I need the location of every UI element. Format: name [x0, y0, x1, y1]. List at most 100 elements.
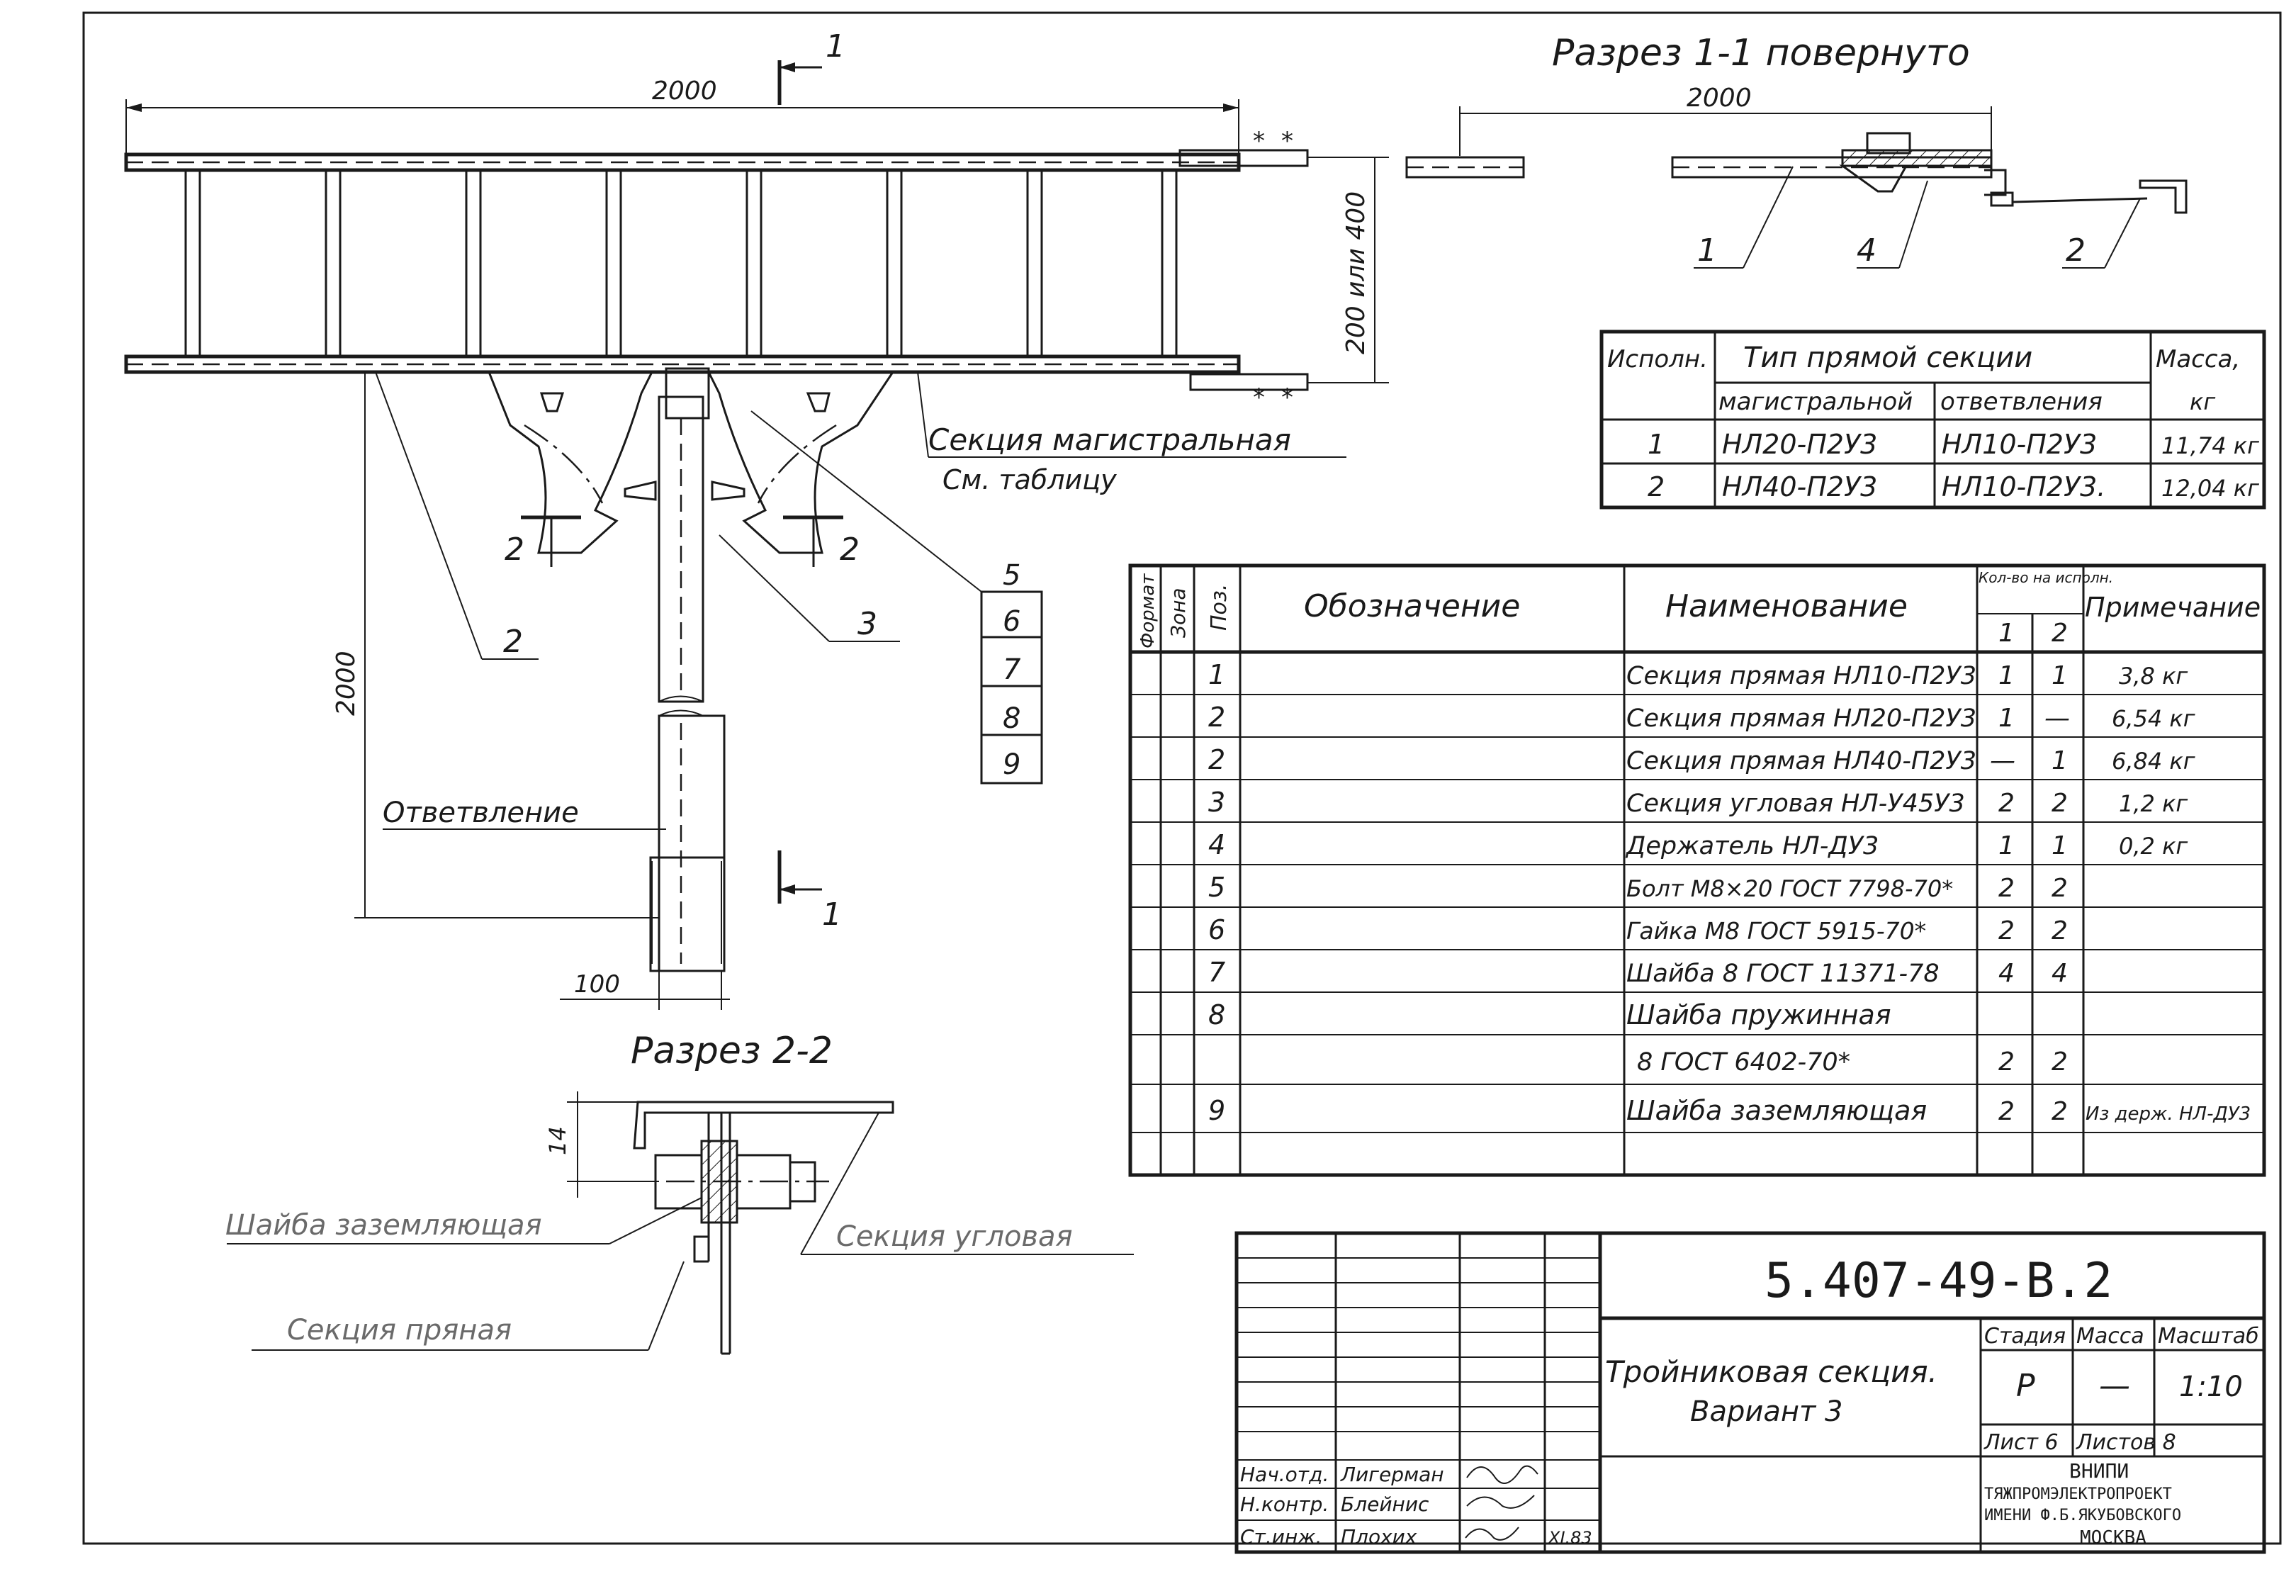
callout-7: 7	[1003, 653, 1021, 686]
spec-row-2-note: 6,54 кг	[2112, 705, 2195, 732]
ladder-rungs	[184, 169, 1178, 358]
type-table-header-variant: Исполн.	[1607, 345, 1708, 373]
spec-row-3-note: 6,84 кг	[2112, 748, 2195, 775]
see-table-label: См. таблицу	[942, 464, 1117, 495]
spec-row-7-pos: 6	[1208, 914, 1225, 945]
name-1: Лигерман	[1340, 1463, 1444, 1486]
spec-row-11-name: Шайба заземляющая	[1626, 1095, 1927, 1126]
spec-row-1-q1: 1	[1998, 661, 2015, 690]
dim-branch-label: 2000	[332, 651, 361, 716]
role-3: Ст.инж.	[1240, 1525, 1322, 1549]
section-1-1-view	[1405, 106, 2188, 269]
callout-3-label: 3	[857, 606, 877, 642]
section-1-1-title: Разрез 1-1 повернуто	[1552, 32, 1970, 74]
corner-section-label: Секция угловая	[836, 1220, 1073, 1253]
spec-row-1-pos: 1	[1208, 659, 1225, 690]
spec-row-9-pos: 8	[1208, 999, 1225, 1030]
spec-row-5-q2: 1	[2052, 831, 2068, 860]
mass-value: —	[2099, 1368, 2130, 1404]
section-1-1-callout-4: 4	[1857, 232, 1876, 269]
spec-header-qty: Кол-во на исполн.	[1979, 569, 2113, 586]
spec-row-2-pos: 2	[1208, 702, 1225, 733]
title-line-1: Тройниковая секция.	[1605, 1354, 1937, 1389]
type-row-1-mass: 11,74 кг	[2161, 432, 2259, 459]
callout-6: 6	[1003, 605, 1020, 638]
spec-row-6-pos: 5	[1208, 872, 1225, 903]
name-2: Блейнис	[1341, 1493, 1429, 1516]
washer-label: Шайба заземляющая	[225, 1209, 542, 1242]
type-table-header-mass: Масса,	[2156, 345, 2240, 373]
spec-header-note: Примечание	[2085, 592, 2261, 623]
spec-row-2-q2: —	[2044, 704, 2070, 733]
spec-row-5-pos: 4	[1208, 829, 1225, 860]
star-top-1: *	[1253, 127, 1265, 155]
type-table-grid	[1599, 330, 2266, 510]
spec-header-name: Наименование	[1665, 588, 1908, 624]
section-2-right-label: 2	[840, 532, 860, 568]
spec-row-8-q1: 4	[1998, 959, 2015, 988]
type-row-1-main: НЛ20-П2У3	[1722, 429, 1877, 460]
section-1-top-label: 1	[826, 28, 845, 64]
spec-row-5-q1: 1	[1998, 831, 2015, 860]
dim-width-label: 100	[574, 970, 620, 999]
section-2-2-title: Разрез 2-2	[631, 1030, 833, 1072]
spec-row-9-name: Шайба пружинная	[1626, 999, 1891, 1030]
spec-row-3-q2: 1	[2052, 746, 2068, 775]
type-table-header-branch: ответвления	[1940, 388, 2103, 416]
straight-section-label: Секция пряная	[287, 1314, 512, 1347]
spec-header-format: Формат	[1137, 573, 1159, 648]
main-section-label: Секция магистральная	[928, 422, 1291, 457]
section-2-left-label: 2	[505, 532, 524, 568]
spec-row-8-name: Шайба 8 ГОСТ 11371-78	[1626, 960, 1940, 988]
sheets-label: Листов 8	[2076, 1430, 2176, 1455]
spec-row-4-q1: 2	[1998, 789, 2015, 818]
spec-header-qty1: 1	[1998, 619, 2015, 648]
spec-header-pos: Поз.	[1207, 584, 1232, 631]
role-2: Н.контр.	[1240, 1493, 1329, 1516]
scale-value: 1:10	[2179, 1371, 2243, 1403]
spec-header-zone: Зона	[1166, 588, 1190, 638]
doc-number: 5.407-49-В.2	[1765, 1253, 2112, 1309]
name-3: Плохих	[1341, 1525, 1417, 1549]
spec-row-5-name: Держатель НЛ-ДУ3	[1625, 832, 1879, 860]
spec-rows: 1 Секция прямая НЛ10-П2У3 1 1 3,8 кг 2 С…	[1208, 659, 2251, 1126]
spec-row-7-q1: 2	[1998, 916, 2015, 945]
org-line-4: МОСКВА	[2080, 1527, 2146, 1549]
spec-row-3-pos: 2	[1208, 744, 1225, 775]
spec-row-4-pos: 3	[1208, 787, 1225, 818]
callout-stack	[980, 590, 1043, 785]
spec-row-10-name: 8 ГОСТ 6402-70*	[1637, 1048, 1850, 1077]
dim-length-label: 2000	[652, 77, 717, 106]
branch-section	[624, 395, 745, 972]
callout-9: 9	[1003, 748, 1020, 781]
type-row-2-mass: 12,04 кг	[2161, 475, 2259, 502]
dim-height-label: 200 или 400	[1341, 191, 1371, 354]
spec-row-11-q2: 2	[2052, 1097, 2068, 1126]
spec-row-6-q1: 2	[1998, 874, 2015, 903]
spec-row-3-q1: —	[1990, 746, 2015, 775]
spec-row-4-q2: 2	[2052, 789, 2068, 818]
section-1-1-callout-1: 1	[1697, 232, 1717, 269]
section-2-2-dim: 14	[544, 1126, 571, 1155]
org-line-3: ИМЕНИ Ф.Б.ЯКУБОВСКОГО	[1984, 1507, 2181, 1524]
spec-row-8-pos: 7	[1208, 957, 1225, 988]
type-row-1-variant: 1	[1648, 429, 1665, 460]
mass-label: Масса	[2076, 1324, 2144, 1349]
spec-table-grid	[1128, 563, 2266, 1177]
type-row-2-variant: 2	[1648, 471, 1665, 502]
type-row-1-branch: НЛ10-П2У3	[1942, 429, 2097, 460]
type-row-2-main: НЛ40-П2У3	[1722, 471, 1877, 502]
sheet-frame	[82, 11, 2282, 1545]
spec-row-4-name: Секция угловая НЛ-У45У3	[1626, 789, 1965, 818]
spec-row-6-name: Болт М8×20 ГОСТ 7798-70*	[1626, 875, 1953, 902]
star-bottom-1: *	[1253, 383, 1265, 412]
org-line-1: ВНИПИ	[2069, 1459, 2129, 1483]
spec-row-10-q1: 2	[1998, 1047, 2015, 1077]
spec-row-11-note: Из держ. НЛ-ДУ3	[2086, 1103, 2251, 1125]
section-1-1-callout-2: 2	[2066, 232, 2086, 269]
type-table-header-main: магистральной	[1718, 388, 1913, 416]
branch-label: Ответвление	[383, 797, 579, 829]
signatures	[1465, 1465, 1538, 1541]
callout-2-label: 2	[503, 624, 523, 660]
